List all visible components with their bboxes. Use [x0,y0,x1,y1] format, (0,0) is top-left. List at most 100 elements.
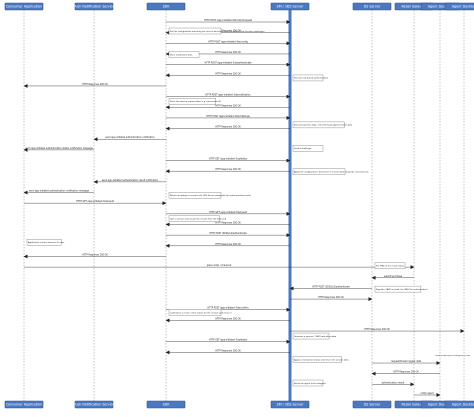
message-arrow: HTTP Response 200 OK [165,221,290,227]
message-arrow: HTTP POST /app-initiated-3ds/client/requ… [166,19,291,24]
message-label: HTTP Response 200 OK [318,296,344,299]
lifelines [23,10,465,401]
note-box: Take a session step to get the results f… [168,215,227,222]
note-box: Put TRN on the result status [374,262,406,269]
message-arrow: request/forward agent data [372,360,441,366]
message-arrow: place order / checkout [24,264,415,270]
message-label: send app-initiated authentication notifi… [29,190,90,193]
note-text: Send a challenge [294,148,312,150]
participant-label: Agent Desktop [428,403,452,407]
message-label: HTTP GET /app-initiated-3ds/result [209,211,247,214]
participant-sdk-bottom: SDK [146,400,186,409]
participant-ad2-bottom: Agent Desktop [444,400,474,409]
message-label: HTTP GET /app-initiated-3ds/status [209,158,248,161]
message-arrow: submit purchase [371,275,414,280]
message-label: send app-initiated authentication status… [25,147,93,150]
message-label: HTTP Response 200 OK [215,349,241,352]
message-arrow: HTTP Response 200 OK [165,243,290,248]
participant-consumer-top: Consumer Application [4,2,44,11]
note-box: Populate CAVV in result (no CAVV for aut… [374,285,428,293]
note-text: Execute business logic, risk and fraud a… [294,124,353,127]
note-text: Poll the configuration matching the serv… [170,30,264,33]
message-arrow: send app-initiated authentication status… [23,147,94,152]
message-arrow: HTTP Response 200 OK [290,296,373,302]
message-label: HTTP Response 200 OK [215,317,241,320]
message-label: HTTP Response 200 OK [215,221,241,224]
message-arrow: send app-initiated authentication notifi… [23,190,94,195]
message-label: HTTP GET /app-initiated-3ds/status [209,339,248,342]
messages: HTTP POST /app-initiated-3ds/client/requ… [23,19,465,397]
note-box: Apply the configuration, determine if se… [292,168,369,176]
participant-sm-top: SM / 3DS Server [270,2,310,11]
message-arrow: HTTP Response 200 OK [165,349,290,355]
participant-label: SM / 3DS Server [277,403,304,407]
message-arrow: HTTP GET /app-initiated-3ds/status [166,158,291,163]
note-text: Execute risk-based authentication [294,77,329,80]
note-box: Store notification data [168,51,200,58]
participant-label: SDK [163,403,171,407]
participant-push-bottom: Push Notification Service [73,400,115,409]
participant-label: SM / 3DS Server [277,5,304,9]
note-box: Return an opaque to send to the 3DS Serv… [168,192,251,199]
note-box: Store the session request data (e.g. tra… [168,98,221,105]
message-arrow: HTTP POST /app-initiated-3ds/authenticat… [166,62,291,67]
message-arrow: HTTP Response 200 OK [165,168,290,174]
participant-label: Consumer Application [6,5,42,9]
message-label: HTTP POST /app-initiated-3ds/client/requ… [204,19,252,22]
participant-label: Retail Gateway [402,403,427,407]
message-label: HTTP POST /3DSS/v2/authenticate [209,232,247,235]
message-label: HTTP Response 200 OK [215,72,241,75]
note-text: Generate a session / CAVV and other data [294,335,337,338]
message-label: place order / checkout [207,264,232,267]
participant-label: Push Notification Service [73,403,114,407]
note-text: Return an agent to be assigned [294,382,326,385]
note-text: Put TRN on the result status [376,264,404,267]
note-box: Execute risk-based authentication [292,74,329,82]
message-label: HTTP POST /app-initiated-3ds/confirm [207,307,248,310]
note-box: Send a challenge [292,145,324,152]
message-label: HTTP Response 200 OK [82,83,108,86]
message-arrow: HTTP GET /app-initiated-3ds/status [166,339,291,344]
message-arrow: HTTP POST /3DSS/v2/authenticate [289,285,372,291]
message-arrow: HTTP Response 200 OK [165,104,290,110]
message-label: HTTP Response 200 OK [82,253,108,256]
message-label: HTTP POST /3DSS/v2/authenticate [312,285,350,288]
message-arrow: HTTP Response 200 OK [290,328,465,334]
message-label: send app-initiated authentication result… [102,179,159,182]
note-text: Take a session step to get the results f… [170,218,227,221]
participant-server-bottom: DS Server [352,400,392,409]
participant-label: Agent Desktop [452,403,474,407]
message-arrow: send app-initiated authentication result… [93,179,166,184]
participant-label: Agent Desktop [452,5,474,9]
message-arrow: HTTP GET /app-initiated-3ds/result [166,211,291,216]
participant-sdk-top: SDK [146,2,186,11]
message-arrow: HTTP Response 200 OK [165,72,290,78]
notes: Poll the configuration matching the serv… [26,27,428,387]
message-arrow: HTTP POST /app-initiated-3ds/config [166,40,291,46]
participant-ad2-top: Agent Desktop [444,2,474,11]
message-arrow: HTTP POST /3DSS/v2/authenticate [166,232,291,238]
message-arrow: HTTP Response 200 OK [165,317,290,323]
participant-label: Push Notification Service [73,5,114,9]
message-arrow: HTTP POST /app-initiated-3ds/challenge [166,115,291,120]
message-arrow: HTTP Response 200 OK [165,126,290,131]
message-label: request/forward agent data [391,360,422,363]
message-label: HTTP POST /app-initiated-3ds/challenge [206,115,250,118]
message-label: submit purchase [384,275,403,278]
message-label: HTTP GET /app-initiated-3ds/result [76,200,114,203]
note-text: Looking for a result, check status for t… [170,311,232,314]
message-label: HTTP Response 200 OK [215,126,241,129]
note-text: Apply the configuration, determine if se… [294,171,369,174]
message-arrow: HTTP POST /app-initiated-3ds/confirm [166,307,291,312]
note-box: Generate a session / CAVV and other data [292,332,337,340]
message-label: HTTP Response 200 OK [215,243,241,246]
message-label: authentication result [382,381,405,384]
note-box: Poll the configuration matching the serv… [168,27,264,35]
participant-server-top: DS Server [352,2,392,11]
message-label: HTTP Response 200 OK [215,104,241,107]
message-arrow: authentication result [372,381,415,387]
note-text: Populate CAVV in result (no CAVV for aut… [376,288,428,291]
message-arrow: send app-initiated authentication notifi… [93,136,166,142]
